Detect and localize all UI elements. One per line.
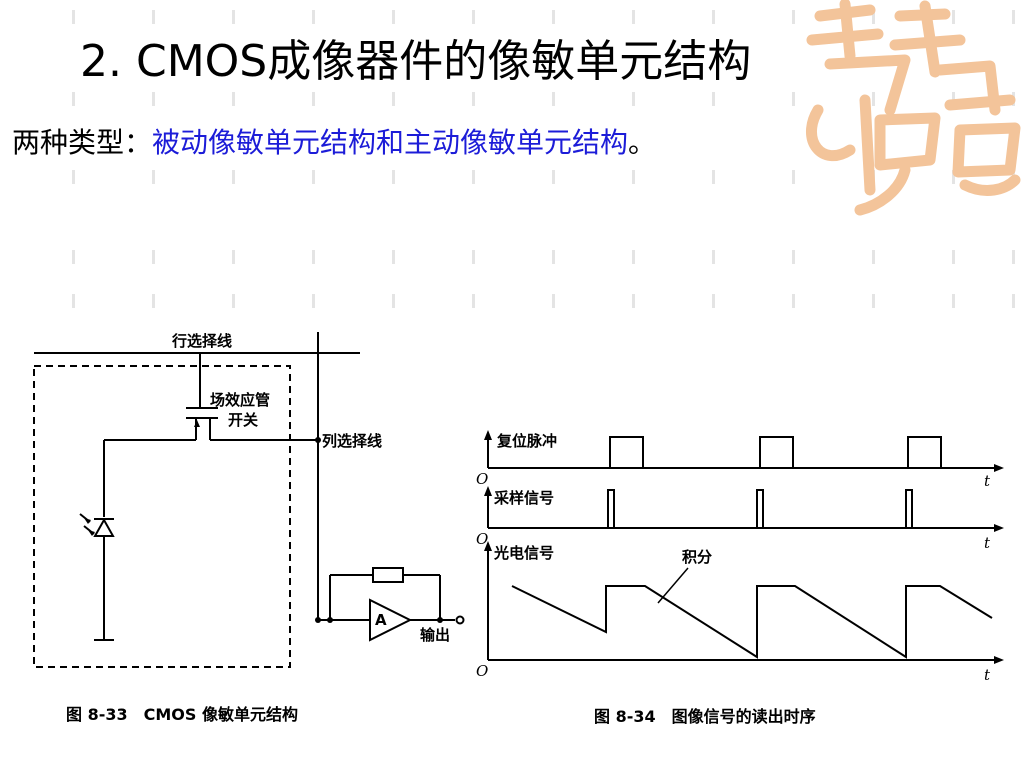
background-dash: [392, 250, 395, 264]
background-dash: [72, 250, 75, 264]
background-dash: [392, 170, 395, 184]
time-axis-label-1: t: [984, 472, 991, 490]
background-dash: [232, 10, 235, 24]
subtitle-highlight: 被动像敏单元结构和主动像敏单元结构: [152, 126, 629, 159]
background-dash: [72, 170, 75, 184]
background-dash: [312, 294, 315, 308]
background-dash: [1012, 10, 1015, 24]
subtitle-suffix: 。: [628, 126, 657, 159]
background-dash: [152, 92, 155, 106]
background-dash: [872, 250, 875, 264]
background-dash: [152, 250, 155, 264]
background-dash: [632, 92, 635, 106]
figure-8-34-caption: 图 8-34 图像信号的读出时序: [594, 707, 816, 726]
background-dash: [872, 294, 875, 308]
background-dash: [712, 250, 715, 264]
background-dash: [952, 10, 955, 24]
pixel-boundary: [33, 365, 291, 668]
sample-signal-waveform: [488, 489, 995, 529]
row-select-label: 行选择线: [171, 332, 232, 350]
output-label: 输出: [420, 626, 450, 644]
background-dash: [392, 10, 395, 24]
output-terminal: [455, 615, 465, 625]
background-dash: [712, 294, 715, 308]
background-dash: [72, 294, 75, 308]
time-axis-label-2: t: [984, 534, 991, 552]
photo-signal-label: 光电信号: [493, 544, 554, 562]
background-dash: [952, 250, 955, 264]
background-dash: [792, 92, 795, 106]
background-dash: [872, 10, 875, 24]
background-dash: [72, 92, 75, 106]
background-dash: [712, 92, 715, 106]
background-dash: [552, 92, 555, 106]
background-dash: [312, 92, 315, 106]
origin-label-1: O: [476, 470, 488, 488]
background-dash: [712, 10, 715, 24]
origin-label-2: O: [476, 530, 488, 548]
background-dash: [792, 250, 795, 264]
figure-8-33-caption: 图 8-33 CMOS 像敏单元结构: [66, 705, 298, 724]
fet-switch-label-2: 开关: [228, 411, 258, 429]
time-axis-label-3: t: [984, 666, 991, 684]
subtitle: 两种类型：被动像敏单元结构和主动像敏单元结构。: [12, 126, 656, 160]
subtitle-prefix: 两种类型：: [12, 126, 153, 159]
background-dash: [792, 170, 795, 184]
background-dash: [552, 250, 555, 264]
background-dash: [552, 10, 555, 24]
background-dash: [952, 294, 955, 308]
background-dash: [872, 92, 875, 106]
background-dash: [632, 250, 635, 264]
background-dash: [152, 170, 155, 184]
background-dash: [152, 10, 155, 24]
background-dash: [472, 170, 475, 184]
background-dash: [792, 10, 795, 24]
background-dash: [472, 10, 475, 24]
background-dash: [392, 92, 395, 106]
background-dash: [312, 10, 315, 24]
background-dash: [232, 92, 235, 106]
photo-signal-waveform: [511, 585, 993, 659]
column-select-label: 列选择线: [322, 432, 382, 450]
integration-label: 积分: [682, 548, 712, 566]
background-dash: [552, 170, 555, 184]
background-dash: [952, 92, 955, 106]
background-dash: [712, 170, 715, 184]
background-dash: [312, 170, 315, 184]
origin-label-3: O: [476, 662, 488, 680]
sample-signal-label: 采样信号: [493, 489, 554, 507]
background-dash: [632, 294, 635, 308]
background-dash: [472, 250, 475, 264]
background-dash: [232, 170, 235, 184]
background-dash: [152, 294, 155, 308]
background-dash: [232, 250, 235, 264]
background-dash: [72, 10, 75, 24]
background-dash: [472, 92, 475, 106]
reset-pulse-label: 复位脉冲: [496, 432, 557, 450]
background-dash: [312, 250, 315, 264]
background-dash: [952, 170, 955, 184]
reset-pulse-waveform: [488, 436, 995, 469]
amplifier-symbol: [369, 598, 413, 642]
fet-switch-label-1: 场效应管: [210, 391, 270, 409]
background-dash: [632, 170, 635, 184]
background-dash: [552, 294, 555, 308]
background-dash: [632, 10, 635, 24]
amplifier-label: A: [375, 611, 387, 629]
background-dash: [1012, 294, 1015, 308]
background-dash: [232, 294, 235, 308]
background-dash: [472, 294, 475, 308]
background-dash: [792, 294, 795, 308]
background-dash: [1012, 250, 1015, 264]
slide-title: 2. CMOS成像器件的像敏单元结构: [80, 36, 752, 87]
background-dash: [392, 294, 395, 308]
